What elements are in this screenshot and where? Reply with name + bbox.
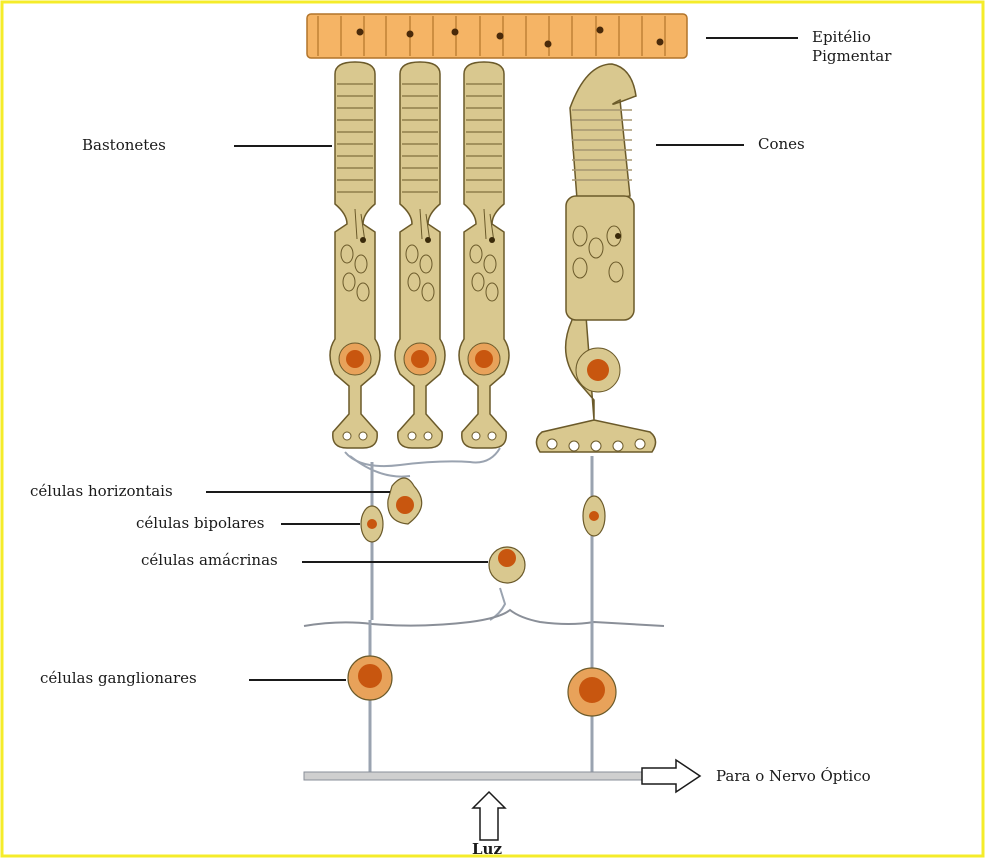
arrow-up-icon (473, 792, 505, 840)
rod-cell-1 (330, 62, 380, 448)
label-ganglionares: células ganglionares (40, 671, 197, 686)
bipolar-cell-left (361, 462, 383, 620)
label-amacrinas: células amácrinas (141, 553, 278, 568)
amacrine-cell (489, 547, 525, 620)
label-luz: Luz (472, 842, 502, 857)
ganglion-cell-left (348, 620, 392, 776)
ganglion-cell-right (568, 620, 616, 776)
label-nervo-optico: Para o Nervo Óptico (716, 769, 871, 784)
cone-cell (536, 64, 655, 452)
label-epitelio-1: Epitélio (812, 30, 871, 45)
label-bastonetes: Bastonetes (82, 138, 166, 153)
bipolar-cell-right (583, 456, 605, 620)
horizontal-fibers (345, 448, 500, 477)
optic-nerve-fiber (304, 772, 644, 780)
rod-cell-2 (395, 62, 445, 448)
label-epitelio-2: Pigmentar (812, 49, 891, 64)
pigment-epithelium (307, 14, 687, 58)
label-bipolares: células bipolares (136, 516, 264, 531)
label-horizontais: células horizontais (30, 484, 173, 499)
plexiform-fiber (304, 610, 664, 626)
horizontal-cell (388, 478, 422, 524)
label-cones: Cones (758, 137, 805, 152)
arrow-right-icon (642, 760, 700, 792)
rod-cell-3 (459, 62, 509, 448)
